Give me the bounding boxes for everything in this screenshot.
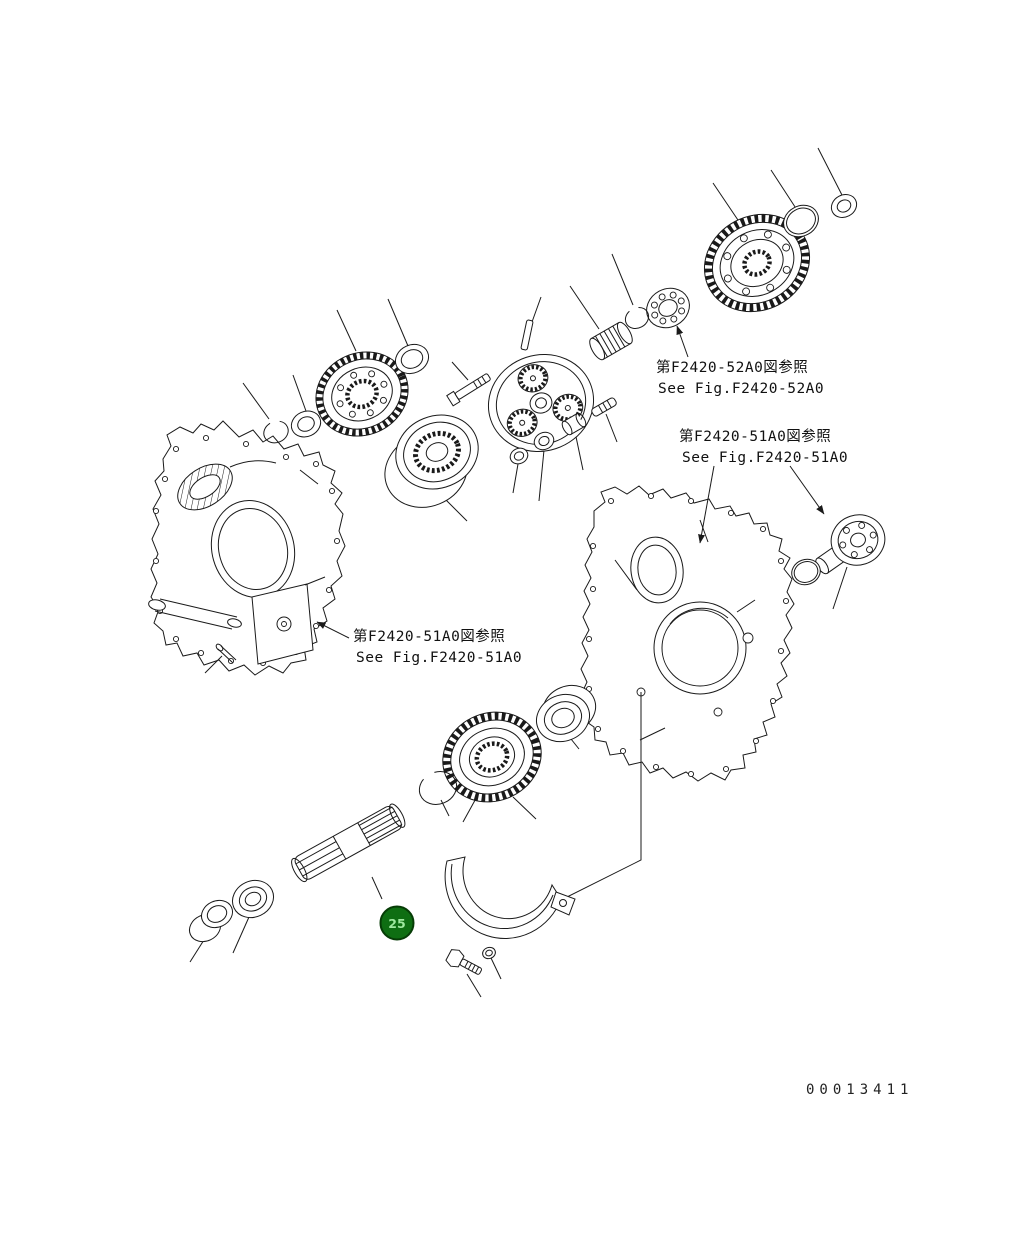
annotations: 第F2420-52A0図参照 See Fig.F2420-52A0 第F2420… bbox=[316, 325, 848, 666]
carrier-bolt bbox=[446, 373, 491, 407]
part-callout-25[interactable]: 25 bbox=[379, 905, 415, 941]
dowel-pin bbox=[148, 598, 242, 630]
planet-washer-1 bbox=[509, 447, 529, 465]
planet-spacer bbox=[561, 412, 587, 436]
ref-fig-52a0-jp: 第F2420-52A0図参照 bbox=[656, 358, 808, 376]
bearing-race bbox=[232, 879, 274, 919]
guard-bolt bbox=[445, 949, 482, 975]
spacer-ring bbox=[290, 410, 322, 438]
clutch-hub bbox=[384, 414, 479, 508]
drawing-number: 00013411 bbox=[806, 1082, 913, 1098]
snap-ring-input bbox=[263, 420, 289, 444]
input-gear bbox=[315, 351, 409, 437]
bearing-guard bbox=[444, 856, 576, 939]
front-housing bbox=[148, 420, 346, 676]
sleeve bbox=[188, 899, 234, 943]
snap-ring-upper bbox=[624, 307, 650, 329]
snap-ring-output bbox=[418, 771, 458, 805]
callout-ring bbox=[379, 905, 415, 941]
thrust-washer bbox=[394, 343, 430, 375]
planet-pin bbox=[591, 397, 617, 417]
ball-bearing-lower bbox=[536, 684, 597, 743]
pto-drive-gear bbox=[703, 213, 811, 313]
output-coupling bbox=[815, 514, 886, 575]
planet-washer-2 bbox=[533, 431, 555, 451]
lock-pin bbox=[215, 643, 237, 664]
ref-fig-51a0-right-en: See Fig.F2420-51A0 bbox=[682, 450, 848, 466]
callout-circle[interactable] bbox=[380, 906, 414, 940]
carrier-pin bbox=[520, 319, 534, 351]
ball-bearing-upper bbox=[646, 287, 690, 329]
ref-fig-52a0-en: See Fig.F2420-52A0 bbox=[658, 381, 824, 397]
o-ring-upper bbox=[783, 204, 819, 238]
ref-fig-51a0-left-jp: 第F2420-51A0図参照 bbox=[353, 627, 505, 645]
leader-lines bbox=[189, 147, 848, 998]
o-ring-output bbox=[791, 558, 821, 586]
rear-housing bbox=[580, 485, 795, 782]
output-gear bbox=[442, 711, 542, 803]
ref-fig-51a0-right-jp: 第F2420-51A0図参照 bbox=[679, 427, 831, 445]
output-shaft bbox=[291, 803, 406, 883]
needle-bearing bbox=[589, 321, 633, 361]
guard-washer bbox=[482, 946, 496, 960]
callout-label: 25 bbox=[388, 916, 405, 931]
washer-upper bbox=[830, 194, 858, 218]
ref-fig-51a0-left-en: See Fig.F2420-51A0 bbox=[356, 650, 522, 666]
